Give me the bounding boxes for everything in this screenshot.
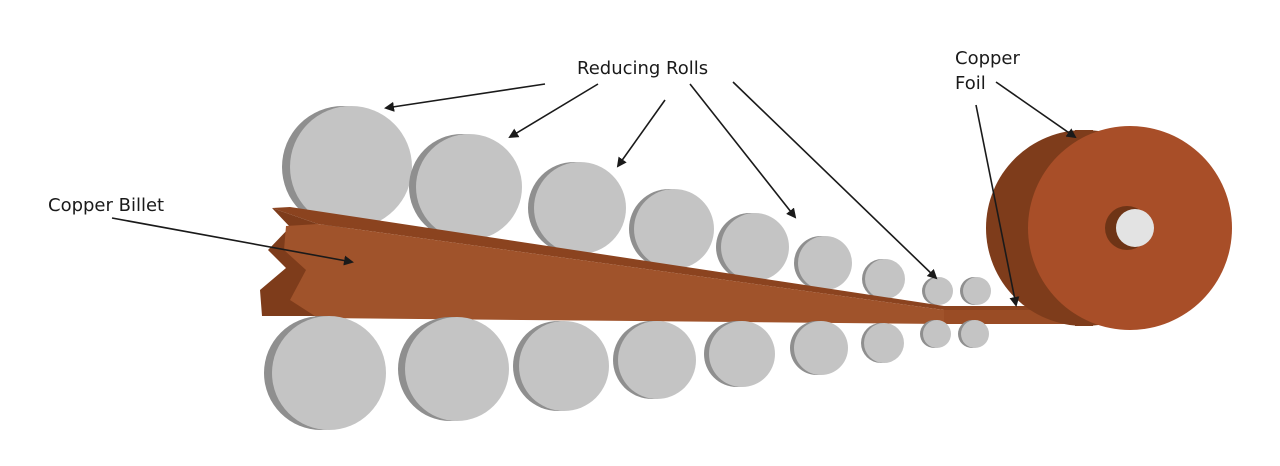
- coil-hub: [1116, 209, 1154, 247]
- billet-top-face: [272, 207, 944, 310]
- lower-roll-8: [920, 320, 951, 348]
- billet-side-face: [284, 224, 944, 324]
- lower-roll-9: [958, 320, 989, 348]
- arrow-reducing-rolls-5: [732, 81, 938, 280]
- upper-roll-9: [960, 277, 991, 305]
- copper-billet: [260, 207, 944, 324]
- copper-foil-label-line2: Foil: [955, 73, 986, 94]
- arrow-reducing-rolls-2: [508, 83, 599, 139]
- copper-billet-label: Copper Billet: [48, 195, 165, 216]
- arrow-copper-foil-coil: [995, 81, 1077, 139]
- annotation-arrows: [111, 81, 1077, 307]
- upper-rolls: [282, 106, 991, 305]
- arrow-copper-foil-strip: [975, 104, 1020, 307]
- copper-foil-coil: [986, 126, 1232, 330]
- lower-roll-6: [790, 321, 848, 375]
- arrow-reducing-rolls-4: [689, 83, 797, 219]
- reducing-rolls-label: Reducing Rolls: [577, 58, 709, 79]
- upper-roll-3: [528, 162, 626, 254]
- upper-roll-4: [629, 189, 714, 269]
- upper-roll-2: [409, 134, 522, 240]
- lower-roll-1: [264, 316, 386, 430]
- arrow-reducing-rolls-3: [616, 99, 666, 168]
- upper-roll-8: [922, 277, 953, 305]
- lower-roll-2: [398, 317, 509, 421]
- arrow-reducing-rolls-1: [384, 83, 546, 112]
- upper-roll-5: [716, 213, 789, 281]
- upper-roll-6: [794, 236, 852, 290]
- lower-roll-4: [613, 321, 696, 399]
- lower-roll-3: [513, 321, 609, 411]
- lower-roll-7: [861, 323, 904, 363]
- upper-roll-7: [862, 259, 905, 299]
- copper-foil-label-line1: Copper: [955, 48, 1020, 69]
- arrow-copper-billet: [111, 217, 354, 266]
- lower-rolls: [264, 316, 989, 430]
- upper-roll-1: [282, 106, 412, 228]
- lower-roll-5: [704, 321, 775, 387]
